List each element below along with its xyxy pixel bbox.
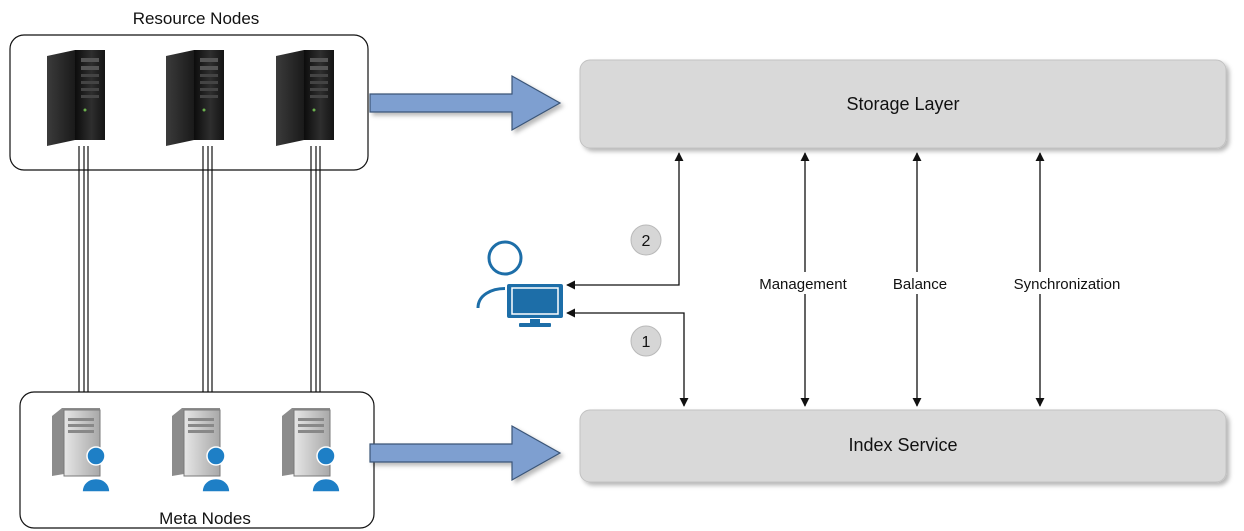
balance-label: Balance — [893, 276, 947, 293]
client-storage-flow — [566, 152, 684, 290]
client-index-flow — [566, 308, 689, 407]
storage-layer-label: Storage Layer — [846, 94, 959, 114]
management-label: Management — [759, 276, 847, 293]
node-connectors — [78, 146, 321, 422]
server-tower-icon — [276, 50, 334, 146]
meta-to-index-arrow — [369, 424, 562, 482]
step-2-number: 2 — [642, 233, 651, 250]
step-1-number: 1 — [642, 334, 651, 351]
step-2-badge: 2 — [630, 224, 662, 256]
resource-to-storage-arrow — [369, 74, 562, 132]
index-service-label: Index Service — [848, 435, 957, 455]
resource-nodes-group: Resource Nodes — [9, 9, 369, 171]
server-tower-icon — [166, 50, 224, 146]
server-tower-icon — [47, 50, 105, 146]
resource-nodes-title: Resource Nodes — [133, 9, 260, 28]
step-1-badge: 1 — [630, 325, 662, 357]
index-service-box — [579, 409, 1227, 483]
meta-nodes-title: Meta Nodes — [159, 509, 251, 528]
synchronization-label: Synchronization — [1014, 276, 1121, 293]
meta-nodes-group: Meta Nodes — [19, 391, 375, 529]
storage-layer-box — [579, 59, 1227, 149]
user-computer-icon — [476, 240, 565, 327]
